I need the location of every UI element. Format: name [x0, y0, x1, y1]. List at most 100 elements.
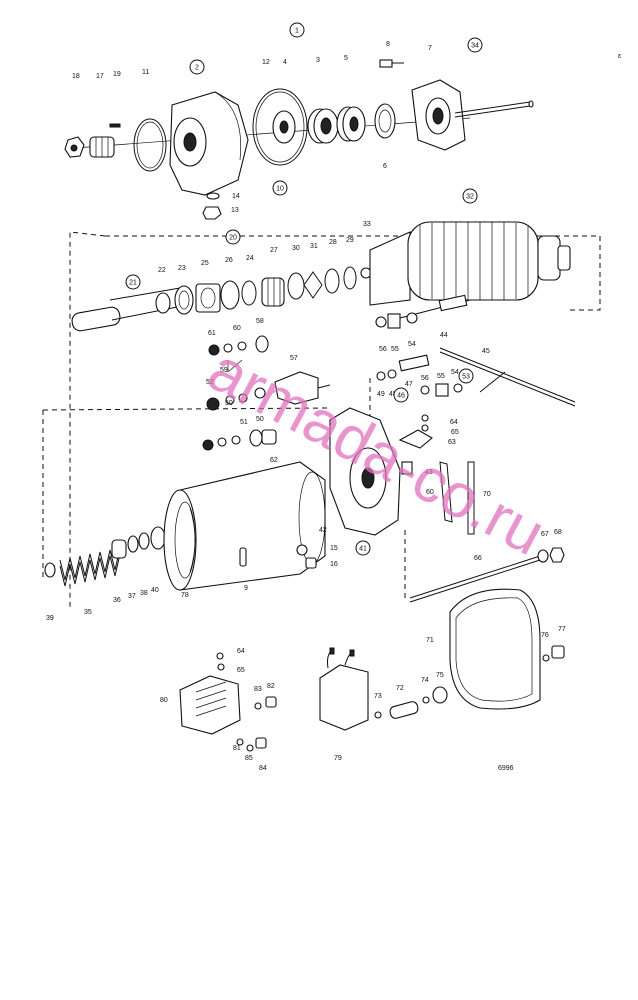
washer-81 [236, 738, 244, 746]
part-label: 38 [140, 590, 148, 597]
callout-10: 10 [272, 180, 288, 196]
part-label: 51 [240, 419, 248, 426]
solenoid-79 [319, 664, 369, 731]
part-label: 13 [231, 207, 239, 214]
part-label: 54 [451, 369, 459, 376]
part-label: 30 [292, 245, 300, 252]
cover-71 [449, 588, 541, 710]
part-label: 40 [151, 587, 159, 594]
svg-text:32: 32 [466, 194, 474, 201]
part-label: 22 [158, 267, 166, 274]
part-label: 80 [160, 697, 168, 704]
part-label: 60 [233, 325, 241, 332]
part-label: 52 [206, 379, 214, 386]
washer-75 [432, 686, 448, 704]
svg-text:41: 41 [359, 546, 367, 553]
part-label: 74 [421, 677, 429, 684]
ring-24 [241, 280, 257, 306]
part-label: 18 [72, 73, 80, 80]
drive-end-group [64, 59, 534, 220]
part-label: 78 [181, 592, 189, 599]
part-label: 23 [178, 265, 186, 272]
part-label: 6 [383, 163, 387, 170]
cover-group [179, 588, 565, 752]
washer-14 [206, 192, 220, 200]
part-label: 81 [233, 745, 241, 752]
ring-11 [133, 118, 167, 172]
block-62 [261, 429, 277, 445]
callout-34: 34 [467, 37, 483, 53]
part-label: 77 [558, 626, 566, 633]
commutator-end [369, 231, 411, 306]
part-label: 65 [451, 429, 459, 436]
part-label: 7 [428, 45, 432, 52]
part-label: 15 [330, 545, 338, 552]
svg-text:34: 34 [471, 43, 479, 50]
washer-50 [254, 387, 266, 399]
part-label: 16 [330, 561, 338, 568]
rod-34 [454, 101, 531, 114]
relay-80 [179, 675, 241, 735]
ring-26 [220, 280, 240, 310]
washer-73 [374, 711, 382, 719]
svg-text:2: 2 [195, 65, 199, 72]
nut-68 [549, 547, 565, 563]
pin-9 [239, 547, 247, 567]
screw-16 [305, 557, 317, 569]
part-label: 43 [425, 469, 433, 476]
part-label: 71 [426, 637, 434, 644]
part-label: 27 [270, 247, 278, 254]
ring-23 [174, 285, 194, 315]
svg-text:21: 21 [129, 280, 137, 287]
clutch-27 [261, 277, 285, 307]
part-label: 49 [377, 391, 385, 398]
part-label: 9 [244, 585, 248, 592]
part-label: 24 [246, 255, 254, 262]
part-label: 12 [262, 59, 270, 66]
part-label: 57 [290, 355, 298, 362]
part-label: 64 [237, 648, 245, 655]
part-label: 82 [267, 683, 275, 690]
plunger-72 [389, 701, 419, 719]
svg-text:20: 20 [229, 235, 237, 242]
part-label: 58 [256, 318, 264, 325]
washer-58 [255, 335, 269, 353]
part-label: 37 [128, 593, 136, 600]
part-label: 36 [113, 597, 121, 604]
washer-49 [376, 371, 386, 381]
part-label: 33 [363, 221, 371, 228]
part-label: 50 [225, 400, 233, 407]
frame-group [42, 378, 565, 603]
bush-36 [111, 539, 127, 559]
washer-51 [238, 393, 248, 403]
spring-35 [59, 547, 121, 587]
washer-85 [246, 744, 254, 752]
part-label: 29 [346, 237, 354, 244]
callout-1: 1 [289, 22, 305, 38]
washer-56 [375, 316, 387, 328]
ring-30 [287, 272, 305, 300]
part-label: 66 [474, 555, 482, 562]
washer-83 [254, 702, 262, 710]
part-label: 72 [396, 685, 404, 692]
screw-77 [551, 645, 565, 659]
brush-holder-57 [274, 371, 319, 405]
part-label: 17 [96, 73, 104, 80]
strap-60 [439, 461, 453, 523]
part-label: 42 [319, 527, 327, 534]
part-label: 70 [483, 491, 491, 498]
svg-text:10: 10 [276, 186, 284, 193]
bolt-47 [398, 354, 430, 372]
part-label: 8 [386, 41, 390, 48]
strap-70 [467, 461, 475, 535]
part-label: 25 [201, 260, 209, 267]
part-label: 55 [437, 373, 445, 380]
svg-text:53: 53 [462, 374, 470, 381]
part-label: 62 [270, 457, 278, 464]
washer-6 [374, 103, 396, 139]
plate-25 [195, 283, 221, 313]
part-label: 39 [46, 615, 54, 622]
callout-53: 53 [458, 368, 474, 384]
part-label: 56 [379, 346, 387, 353]
